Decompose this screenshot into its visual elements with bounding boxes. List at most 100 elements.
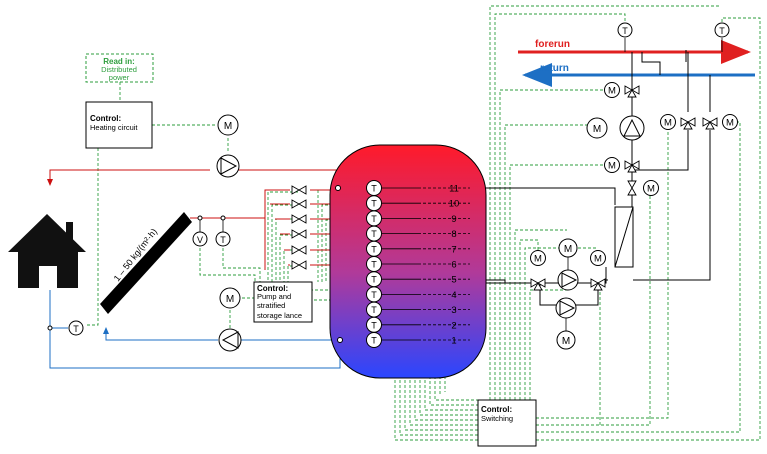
tank-level-number: 10 bbox=[449, 199, 460, 210]
collector-pump-motor[interactable]: M bbox=[219, 287, 241, 309]
stratified-valve[interactable] bbox=[291, 214, 307, 224]
svg-text:Control:: Control: bbox=[257, 284, 288, 293]
charge-valve-left[interactable] bbox=[530, 278, 546, 291]
svg-text:T: T bbox=[371, 275, 377, 285]
svg-text:M: M bbox=[593, 124, 601, 135]
svg-text:stratified: stratified bbox=[257, 301, 285, 310]
house-return-temp-sensor[interactable]: T bbox=[68, 320, 84, 336]
svg-text:Control:: Control: bbox=[481, 405, 512, 414]
mixing-valve-upper[interactable] bbox=[624, 85, 640, 98]
charge-valve-left-motor[interactable]: M bbox=[530, 250, 546, 266]
svg-text:Control:: Control: bbox=[90, 114, 121, 123]
svg-text:T: T bbox=[371, 260, 377, 270]
return-branch-valve-motor[interactable]: M bbox=[722, 114, 738, 130]
flow-sensor-v[interactable]: V bbox=[192, 231, 208, 247]
forerun-temp-sensor[interactable]: T bbox=[617, 22, 633, 38]
distribution-pump[interactable] bbox=[619, 115, 645, 141]
storage-tank[interactable] bbox=[329, 144, 487, 379]
svg-text:M: M bbox=[594, 254, 602, 265]
heat-exchanger bbox=[614, 206, 634, 268]
svg-text:T: T bbox=[371, 184, 377, 194]
svg-text:T: T bbox=[371, 336, 377, 346]
forerun-label: forerun bbox=[535, 39, 570, 50]
charge-pump-upper-motor[interactable]: M bbox=[558, 238, 578, 258]
exchanger-valve-motor[interactable]: M bbox=[643, 180, 659, 196]
control-heating-circuit-box[interactable]: Control: Heating circuit bbox=[85, 101, 153, 149]
tank-temp-sensor[interactable]: T bbox=[366, 301, 419, 318]
return-temp-sensor[interactable]: T bbox=[714, 22, 730, 38]
distribution-valves: M M M M M M M bbox=[530, 82, 738, 291]
tank-temp-sensor[interactable]: T bbox=[366, 195, 419, 212]
return-branch-valve[interactable] bbox=[702, 117, 718, 130]
tank-level-number: 6 bbox=[451, 260, 456, 271]
stratified-valve[interactable] bbox=[291, 199, 307, 209]
svg-text:M: M bbox=[608, 161, 616, 172]
tank-level-number: 7 bbox=[451, 244, 456, 255]
tank-temp-sensor[interactable]: T bbox=[366, 256, 419, 272]
collector-pump[interactable] bbox=[218, 328, 242, 352]
tank-temp-sensor[interactable]: T bbox=[366, 332, 419, 348]
svg-text:T: T bbox=[371, 305, 377, 315]
svg-text:T: T bbox=[371, 320, 377, 330]
mixing-valve-upper-motor[interactable]: M bbox=[604, 82, 620, 98]
control-pump-lance-box[interactable]: Control: Pump and stratified storage lan… bbox=[253, 281, 313, 323]
stratified-valve[interactable] bbox=[291, 260, 307, 270]
charge-pump-upper[interactable] bbox=[557, 269, 579, 291]
svg-text:T: T bbox=[371, 244, 377, 254]
solar-collector bbox=[100, 212, 192, 314]
stratified-valve[interactable] bbox=[291, 185, 307, 195]
svg-text:storage lance: storage lance bbox=[257, 311, 302, 320]
tank-level-number: 2 bbox=[451, 320, 456, 331]
svg-text:M: M bbox=[608, 86, 616, 97]
svg-text:M: M bbox=[226, 294, 234, 305]
tank-level-number: 5 bbox=[451, 275, 456, 286]
svg-text:T: T bbox=[371, 214, 377, 224]
svg-text:T: T bbox=[371, 290, 377, 300]
svg-text:T: T bbox=[220, 235, 226, 245]
tank-temp-sensor[interactable]: T bbox=[366, 316, 419, 333]
charge-pump-lower-motor[interactable]: M bbox=[556, 330, 576, 350]
collector-temp-sensor[interactable]: T bbox=[215, 231, 231, 247]
charge-pump-lower[interactable] bbox=[555, 297, 577, 319]
charge-valve-right[interactable] bbox=[590, 278, 606, 291]
svg-text:Distributed: Distributed bbox=[101, 65, 137, 74]
svg-text:M: M bbox=[562, 336, 570, 347]
svg-text:M: M bbox=[726, 118, 734, 129]
charge-valve-right-motor[interactable]: M bbox=[590, 250, 606, 266]
svg-text:Switching: Switching bbox=[481, 414, 513, 423]
distribution-pump-motor[interactable]: M bbox=[586, 117, 608, 139]
mixing-valve-lower[interactable] bbox=[624, 160, 640, 173]
tank-level-number: 3 bbox=[451, 305, 456, 316]
read-in-box[interactable]: Read in: Distributed power bbox=[85, 53, 154, 83]
svg-text:M: M bbox=[534, 254, 542, 265]
svg-text:M: M bbox=[224, 121, 232, 132]
svg-text:T: T bbox=[371, 229, 377, 239]
house-icon bbox=[8, 214, 86, 288]
tank-temp-sensor[interactable]: T bbox=[366, 271, 419, 288]
stratified-valve[interactable] bbox=[291, 229, 307, 239]
svg-text:M: M bbox=[664, 118, 672, 129]
forerun-branch-valve[interactable] bbox=[680, 117, 696, 130]
stratified-valve[interactable] bbox=[291, 245, 307, 255]
heating-circuit-pump[interactable] bbox=[216, 154, 240, 178]
svg-text:Pump and: Pump and bbox=[257, 292, 291, 301]
return-label: return bbox=[540, 63, 569, 74]
tank-level-number: 8 bbox=[451, 229, 456, 240]
svg-text:M: M bbox=[564, 244, 572, 255]
tank-level-number: 1 bbox=[451, 336, 456, 347]
heating-pump-motor[interactable]: M bbox=[217, 114, 239, 136]
exchanger-valve[interactable] bbox=[627, 180, 637, 196]
svg-text:Read in:: Read in: bbox=[103, 57, 135, 66]
svg-text:M: M bbox=[647, 184, 655, 195]
svg-text:power: power bbox=[109, 73, 130, 82]
svg-text:T: T bbox=[622, 26, 628, 36]
forerun-branch-valve-motor[interactable]: M bbox=[660, 114, 676, 130]
control-switching-box[interactable]: Control: Switching bbox=[477, 399, 537, 447]
tank-level-number: 4 bbox=[451, 290, 456, 301]
mixing-valve-lower-motor[interactable]: M bbox=[604, 157, 620, 173]
stratified-valves bbox=[291, 185, 307, 270]
